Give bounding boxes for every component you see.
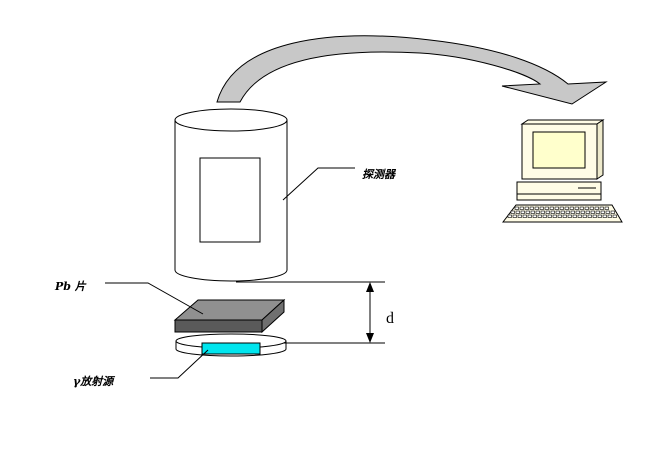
keyboard-key — [594, 206, 599, 210]
gamma-source-material — [201, 342, 261, 355]
keyboard-key — [602, 214, 607, 218]
keyboard-key — [560, 210, 565, 214]
keyboard-key — [570, 210, 575, 214]
keyboard-key — [610, 210, 615, 214]
keyboard-key — [562, 214, 567, 218]
keyboard-key — [587, 214, 592, 218]
keyboard-key — [515, 210, 520, 214]
keyboard-key — [537, 214, 542, 218]
keyboard-key — [592, 214, 597, 218]
keyboard-key — [589, 206, 594, 210]
keyboard-key — [600, 210, 605, 214]
keyboard-key — [555, 210, 560, 214]
keyboard-key — [585, 210, 590, 214]
distance-label: d — [386, 310, 394, 327]
keyboard-key — [595, 210, 600, 214]
pb-leader-line — [105, 282, 204, 315]
keyboard-key — [529, 206, 534, 210]
keyboard-key — [574, 206, 579, 210]
keyboard-key — [575, 210, 580, 214]
pb-sheet-icon — [173, 298, 286, 334]
keyboard-key — [612, 214, 617, 218]
keyboard-key — [517, 214, 522, 218]
keyboard-key — [510, 210, 515, 214]
pb-sheet-label: Pb 片 — [55, 280, 86, 293]
keyboard-key — [534, 206, 539, 210]
keyboard-key — [542, 214, 547, 218]
keyboard-key — [549, 206, 554, 210]
keyboard-key — [539, 206, 544, 210]
detector-label: 探测器 — [362, 168, 395, 181]
detector-window — [199, 157, 261, 243]
keyboard-key — [522, 214, 527, 218]
keyboard-key — [605, 210, 610, 214]
gamma-source-label: γ放射源 — [73, 375, 114, 388]
keyboard-key — [584, 206, 589, 210]
keyboard-key — [535, 210, 540, 214]
source-leader-line — [150, 349, 209, 379]
keyboard-key — [547, 214, 552, 218]
keyboard-key — [520, 210, 525, 214]
keyboard-key — [579, 206, 584, 210]
keyboard-key — [545, 210, 550, 214]
keyboard-key — [514, 206, 519, 210]
keyboard-key — [557, 214, 562, 218]
keyboard-key — [525, 210, 530, 214]
distance-indicator — [236, 281, 385, 344]
gamma-source-disk — [175, 333, 287, 357]
keyboard-key — [532, 214, 537, 218]
keyboard-key — [607, 214, 612, 218]
keyboard-key — [552, 214, 557, 218]
keyboard-key — [604, 206, 609, 210]
detector-leader-line — [282, 167, 355, 201]
keyboard-key — [524, 206, 529, 210]
keyboard-key — [559, 206, 564, 210]
keyboard-key — [582, 214, 587, 218]
computer-icon — [501, 119, 623, 223]
keyboard-key — [572, 214, 577, 218]
keyboard-key — [554, 206, 559, 210]
keyboard-key — [567, 214, 572, 218]
keyboard-key — [565, 210, 570, 214]
keyboard-key — [527, 214, 532, 218]
keyboard-key — [507, 214, 512, 218]
keyboard-key — [530, 210, 535, 214]
keyboard-key — [564, 206, 569, 210]
keyboard-key — [597, 214, 602, 218]
keyboard-key — [590, 210, 595, 214]
keyboard-key — [577, 214, 582, 218]
curved-arrow-icon — [216, 35, 608, 105]
keyboard-key — [580, 210, 585, 214]
keyboard-key — [519, 206, 524, 210]
keyboard-key — [599, 206, 604, 210]
keyboard-key — [550, 210, 555, 214]
detector-cylinder-icon — [174, 108, 288, 282]
keyboard-key — [569, 206, 574, 210]
keyboard-key — [540, 210, 545, 214]
keyboard-key — [512, 214, 517, 218]
keyboard-key — [544, 206, 549, 210]
